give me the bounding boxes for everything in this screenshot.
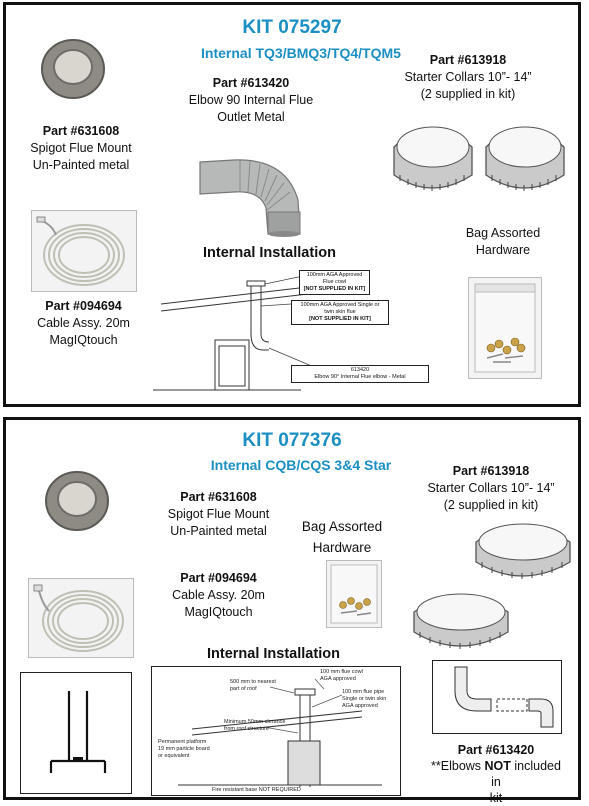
- hardware-caption: Bag Assorted Hardware: [465, 226, 541, 257]
- kit-075297-panel: KIT 075297 Internal TQ3/BMQ3/TQ4/TQM5 Pa…: [3, 2, 581, 407]
- kit-subtitle: Internal TQ3/BMQ3/TQ4/TQM5: [201, 45, 401, 61]
- kit-077376-panel: KIT 077376 Internal CQB/CQS 3&4 Star Par…: [3, 417, 581, 805]
- hardware-bag-image: [326, 560, 382, 628]
- kit-title: KIT 077376: [242, 430, 342, 451]
- elbow-caption: Part #613420 **Elbows NOT included in ki…: [431, 743, 561, 805]
- starter-collars-image: [390, 117, 570, 199]
- hardware-bag-image: [468, 277, 542, 379]
- starter-collar-image-2: [410, 586, 512, 652]
- spigot-flue-mount-image: [40, 38, 106, 100]
- spigot-caption: Part #631608 Spigot Flue Mount Un-Painte…: [167, 490, 270, 538]
- starter-collar-image-1: [472, 516, 574, 582]
- spigot-flue-mount-image: [44, 470, 110, 532]
- starter-collars-caption: Part #613918 Starter Collars 10”- 14” (2…: [404, 53, 532, 101]
- install-heading: Internal Installation: [203, 245, 336, 261]
- cable-assembly-image: [28, 578, 134, 658]
- fire-base-label: Fire resistant base NOT REQUIRED: [212, 787, 301, 793]
- kit-subtitle: Internal CQB/CQS 3&4 Star: [210, 457, 392, 473]
- elbow-caption: Part #613420 Elbow 90 Internal Flue Outl…: [188, 76, 314, 124]
- elbow-90-image: [194, 142, 322, 238]
- install-heading: Internal Installation: [207, 646, 340, 662]
- hardware-caption: Bag Assorted Hardware: [301, 519, 383, 555]
- cable-assembly-image: [31, 210, 137, 292]
- elbow-diagram: [432, 660, 562, 734]
- cable-caption: Part #094694 Cable Assy. 20m MagIQtouch: [172, 571, 265, 619]
- platform-diagram: [20, 672, 132, 794]
- spigot-caption: Part #631608 Spigot Flue Mount Un-Painte…: [30, 124, 132, 172]
- cable-caption: Part #094694 Cable Assy. 20m MagIQtouch: [37, 299, 130, 347]
- kit-title: KIT 075297: [242, 17, 342, 38]
- starter-collars-caption: Part #613918 Starter Collars 10”- 14” (2…: [427, 464, 555, 512]
